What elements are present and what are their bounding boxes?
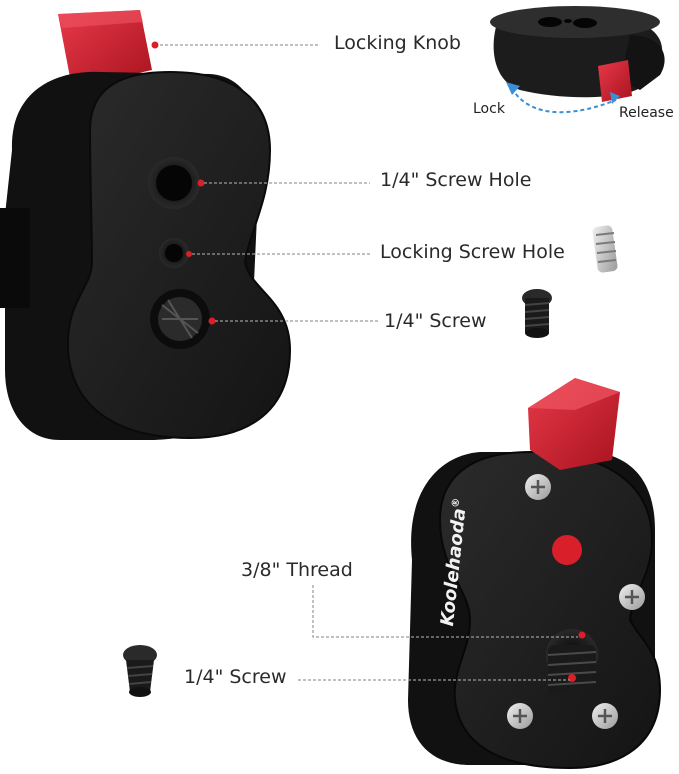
locking-screw-hole-label: Locking Screw Hole — [380, 241, 565, 263]
lock-release-view — [490, 6, 665, 114]
screw-top-icon — [522, 289, 552, 338]
screw-bottom-label: 1/4" Screw — [184, 666, 287, 688]
thread-label: 3/8" Thread — [241, 559, 353, 581]
screw-hole-label: 1/4" Screw Hole — [380, 169, 532, 191]
brand-registered-mark: ® — [450, 497, 463, 509]
release-label: Release — [619, 105, 674, 121]
screw-top-label: 1/4" Screw — [384, 310, 487, 332]
rear-face — [438, 450, 662, 770]
release-knob — [598, 60, 632, 102]
screw-bottom-icon — [123, 645, 157, 697]
lock-release-arrow — [511, 87, 617, 114]
locking-knob-label: Locking Knob — [334, 32, 461, 54]
lock-label: Lock — [473, 101, 505, 117]
locking-knob — [58, 10, 152, 88]
clamp-top-view — [0, 10, 292, 441]
leader-lines — [155, 44, 578, 681]
red-pin — [552, 535, 582, 565]
clamp-rear-view — [408, 378, 662, 770]
set-screw-icon — [592, 225, 618, 273]
